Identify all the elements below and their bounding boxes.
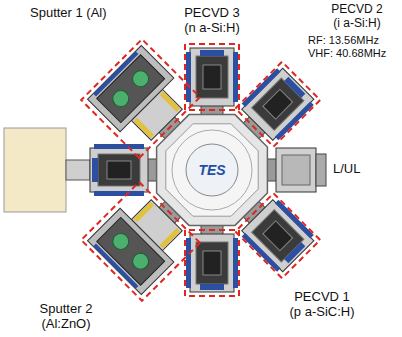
process-chamber [186, 224, 238, 292]
pecvd-chamber [186, 48, 238, 116]
module-label: PECVD 1 (p a-SiC:H) [288, 290, 357, 320]
efem-box [4, 128, 66, 212]
dashed-outline [185, 44, 239, 110]
transfer-chamber [90, 144, 158, 196]
module-region: PECVD 3 (n a-Si:H) [180, 4, 244, 112]
dashed-outline [235, 193, 320, 278]
load-lock [266, 148, 326, 192]
module-region: PECVD 2 (i a-Si:H) RF: 13.56MHz VHF: 40.6… [233, 1, 392, 149]
dashed-outline [81, 39, 200, 158]
efem-link [66, 160, 90, 180]
dashed-outline [28, 4, 202, 160]
module-label: Sputter 1 (Al) [30, 6, 107, 21]
logo-text: TES [198, 162, 225, 178]
dashed-outline [81, 182, 200, 301]
dashed-outline [235, 62, 320, 147]
module-label: PECVD 3 (n a-Si:H) [183, 6, 242, 36]
transfer-hub [157, 115, 268, 226]
module-label: RF: 13.56MHz VHF: 40.68MHz [308, 34, 390, 59]
module-region: Sputter 1 (Al) [28, 4, 202, 160]
module-label: PECVD 2 (i a-Si:H) [330, 3, 385, 31]
module-region: PECVD 1 (p a-SiC:H) [233, 191, 359, 322]
port-label: L/UL [333, 162, 360, 177]
module-label: Sputter 2 (Al:ZnO) [38, 302, 94, 332]
module-region: Sputter 2 (Al:ZnO) [36, 180, 202, 334]
dashed-frame [185, 230, 239, 296]
